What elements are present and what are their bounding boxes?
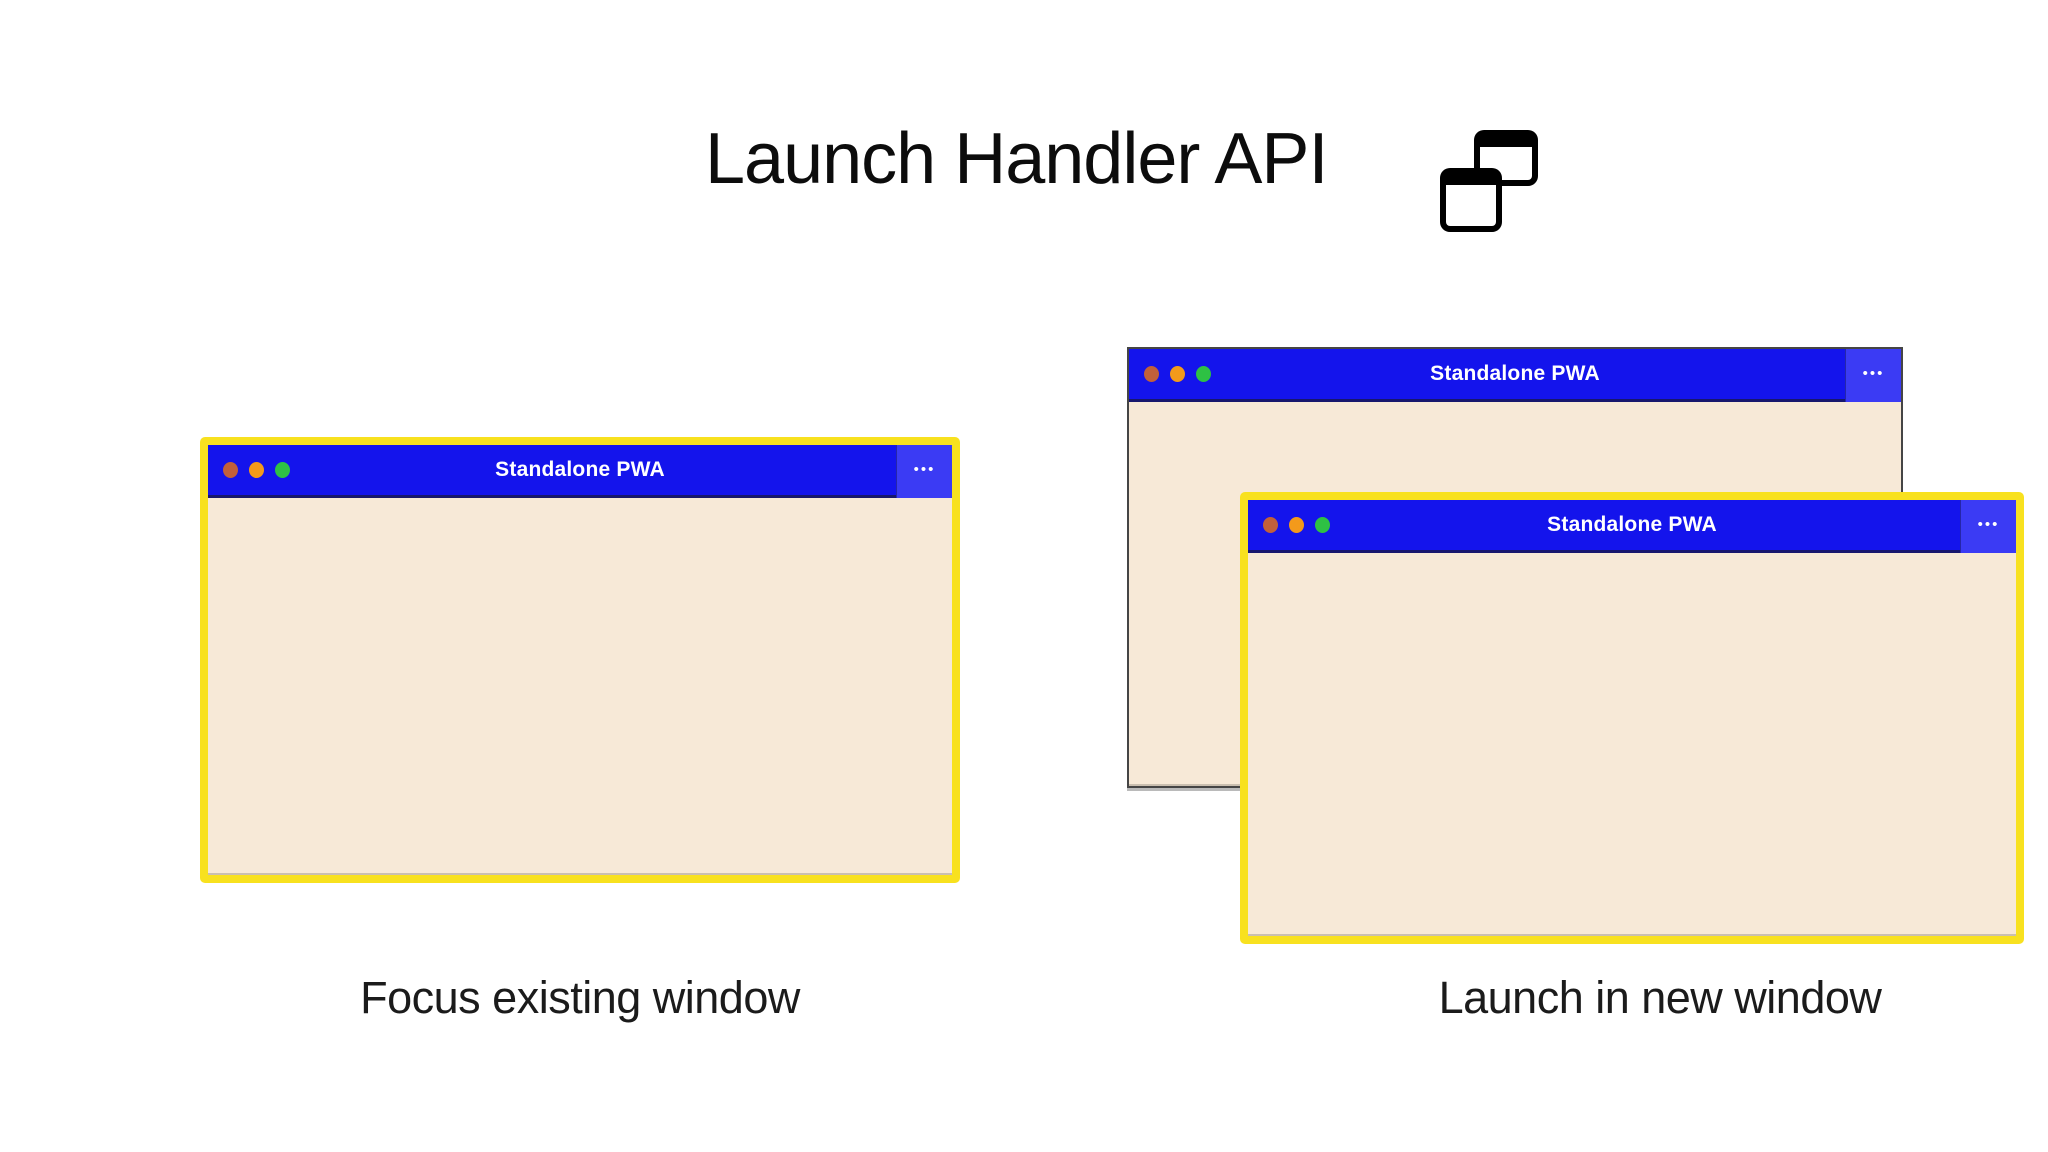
minimize-button[interactable] bbox=[1289, 517, 1304, 533]
page-title: Launch Handler API bbox=[705, 119, 1328, 199]
ellipsis-icon: ••• bbox=[1977, 516, 2000, 533]
window-title: Standalone PWA bbox=[1547, 513, 1717, 536]
pwa-window-focused: Standalone PWA ••• bbox=[200, 437, 960, 883]
overlapping-windows-icon bbox=[1440, 130, 1538, 232]
zoom-button[interactable] bbox=[1315, 517, 1330, 533]
minimize-button[interactable] bbox=[249, 462, 264, 478]
menu-button[interactable]: ••• bbox=[1960, 500, 2016, 553]
window-titlebar[interactable]: Standalone PWA ••• bbox=[1248, 500, 2016, 553]
ellipsis-icon: ••• bbox=[913, 461, 936, 478]
window-title: Standalone PWA bbox=[495, 458, 665, 481]
pwa-window-new: Standalone PWA ••• bbox=[1240, 492, 2024, 944]
traffic-lights bbox=[208, 462, 290, 478]
traffic-lights bbox=[1248, 517, 1330, 533]
window-content bbox=[1248, 553, 2016, 936]
caption-focus-existing: Focus existing window bbox=[360, 972, 800, 1023]
front-window-glyph bbox=[1440, 168, 1502, 232]
window-content bbox=[208, 498, 952, 875]
close-button[interactable] bbox=[1144, 366, 1159, 382]
window-title: Standalone PWA bbox=[1430, 362, 1600, 385]
close-button[interactable] bbox=[1263, 517, 1278, 533]
close-button[interactable] bbox=[223, 462, 238, 478]
window-titlebar[interactable]: Standalone PWA ••• bbox=[208, 445, 952, 498]
window-titlebar[interactable]: Standalone PWA ••• bbox=[1129, 349, 1901, 402]
menu-button[interactable]: ••• bbox=[896, 445, 952, 498]
zoom-button[interactable] bbox=[275, 462, 290, 478]
ellipsis-icon: ••• bbox=[1862, 365, 1885, 382]
caption-launch-new: Launch in new window bbox=[1438, 972, 1882, 1023]
zoom-button[interactable] bbox=[1196, 366, 1211, 382]
minimize-button[interactable] bbox=[1170, 366, 1185, 382]
menu-button[interactable]: ••• bbox=[1845, 349, 1901, 402]
traffic-lights bbox=[1129, 366, 1211, 382]
